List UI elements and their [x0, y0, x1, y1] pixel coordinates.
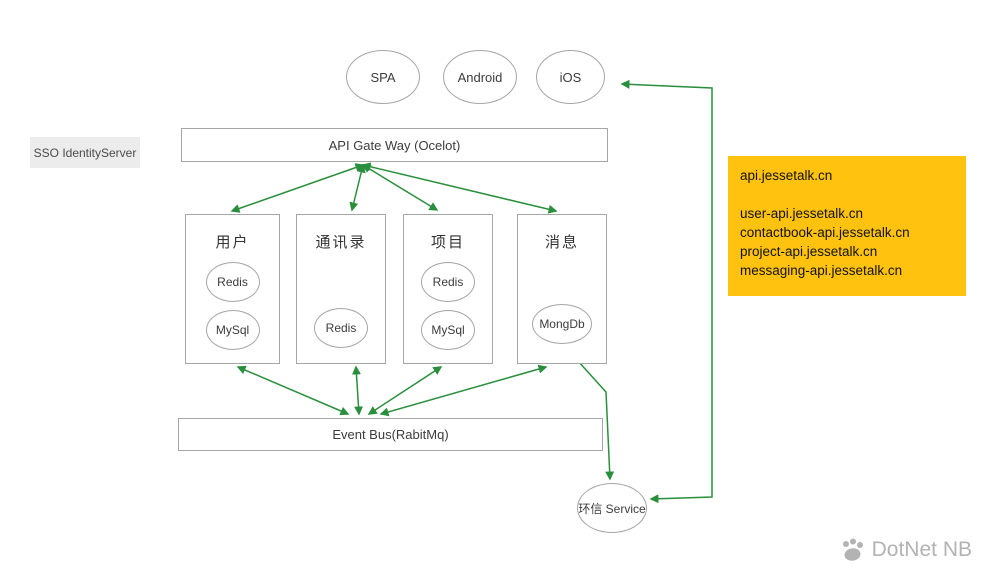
- service-message-title: 消息: [544, 234, 579, 251]
- note-line: [740, 185, 954, 204]
- store-label: MySql: [215, 323, 250, 337]
- service-box-message: 消息 MongDb: [517, 214, 607, 364]
- event-bus-label: Event Bus(RabitMq): [332, 427, 449, 442]
- api-gateway-box: API Gate Way (Ocelot): [181, 128, 608, 162]
- service-box-contactbook: 通讯录 Redis: [296, 214, 386, 364]
- service-message-store-mongdb: MongDb: [532, 304, 592, 344]
- api-gateway-label: API Gate Way (Ocelot): [328, 137, 461, 153]
- client-spa: SPA: [346, 50, 420, 104]
- sso-identityserver-text: SSO IdentityServer: [33, 145, 137, 160]
- store-label: MySql: [431, 323, 465, 337]
- paw-icon: [842, 538, 863, 561]
- store-label: Redis: [325, 321, 357, 335]
- service-box-project: 项目 Redis MySql: [403, 214, 493, 364]
- service-project-store-redis: Redis: [421, 262, 475, 302]
- event-bus-box: Event Bus(RabitMq): [178, 418, 603, 451]
- note-line: user-api.jessetalk.cn: [740, 206, 864, 221]
- store-label: Redis: [432, 275, 464, 289]
- store-label: Redis: [217, 275, 248, 289]
- service-user-store-redis: Redis: [205, 262, 260, 302]
- store-label: MongDb: [539, 317, 585, 331]
- client-ios: iOS: [536, 50, 605, 104]
- note-line: messaging-api.jessetalk.cn: [740, 263, 903, 278]
- note-line: contactbook-api.jessetalk.cn: [740, 225, 910, 240]
- client-android-label: Android: [457, 69, 503, 85]
- watermark-text: DotNet NB: [871, 538, 972, 561]
- client-ios-label: iOS: [559, 69, 582, 85]
- client-android: Android: [443, 50, 517, 104]
- watermark: DotNet NB: [839, 537, 972, 563]
- note-line: project-api.jessetalk.cn: [740, 244, 878, 259]
- huanxin-service: 环信 Service: [577, 483, 647, 533]
- huanxin-service-label: 环信 Service: [578, 501, 646, 516]
- service-contactbook-store-redis: Redis: [314, 308, 368, 348]
- service-project-title: 项目: [430, 234, 465, 251]
- domains-note: api.jessetalk.cn user-api.jessetalk.cn c…: [728, 156, 966, 296]
- service-project-store-mysql: MySql: [421, 310, 475, 350]
- service-user-store-mysql: MySql: [205, 310, 260, 350]
- service-contactbook-title: 通讯录: [315, 234, 367, 251]
- service-user-title: 用户: [215, 234, 250, 251]
- sso-identityserver-label: SSO IdentityServer: [30, 137, 140, 168]
- note-line: api.jessetalk.cn: [740, 168, 833, 183]
- service-box-user: 用户 Redis MySql: [185, 214, 280, 364]
- client-spa-label: SPA: [370, 69, 396, 85]
